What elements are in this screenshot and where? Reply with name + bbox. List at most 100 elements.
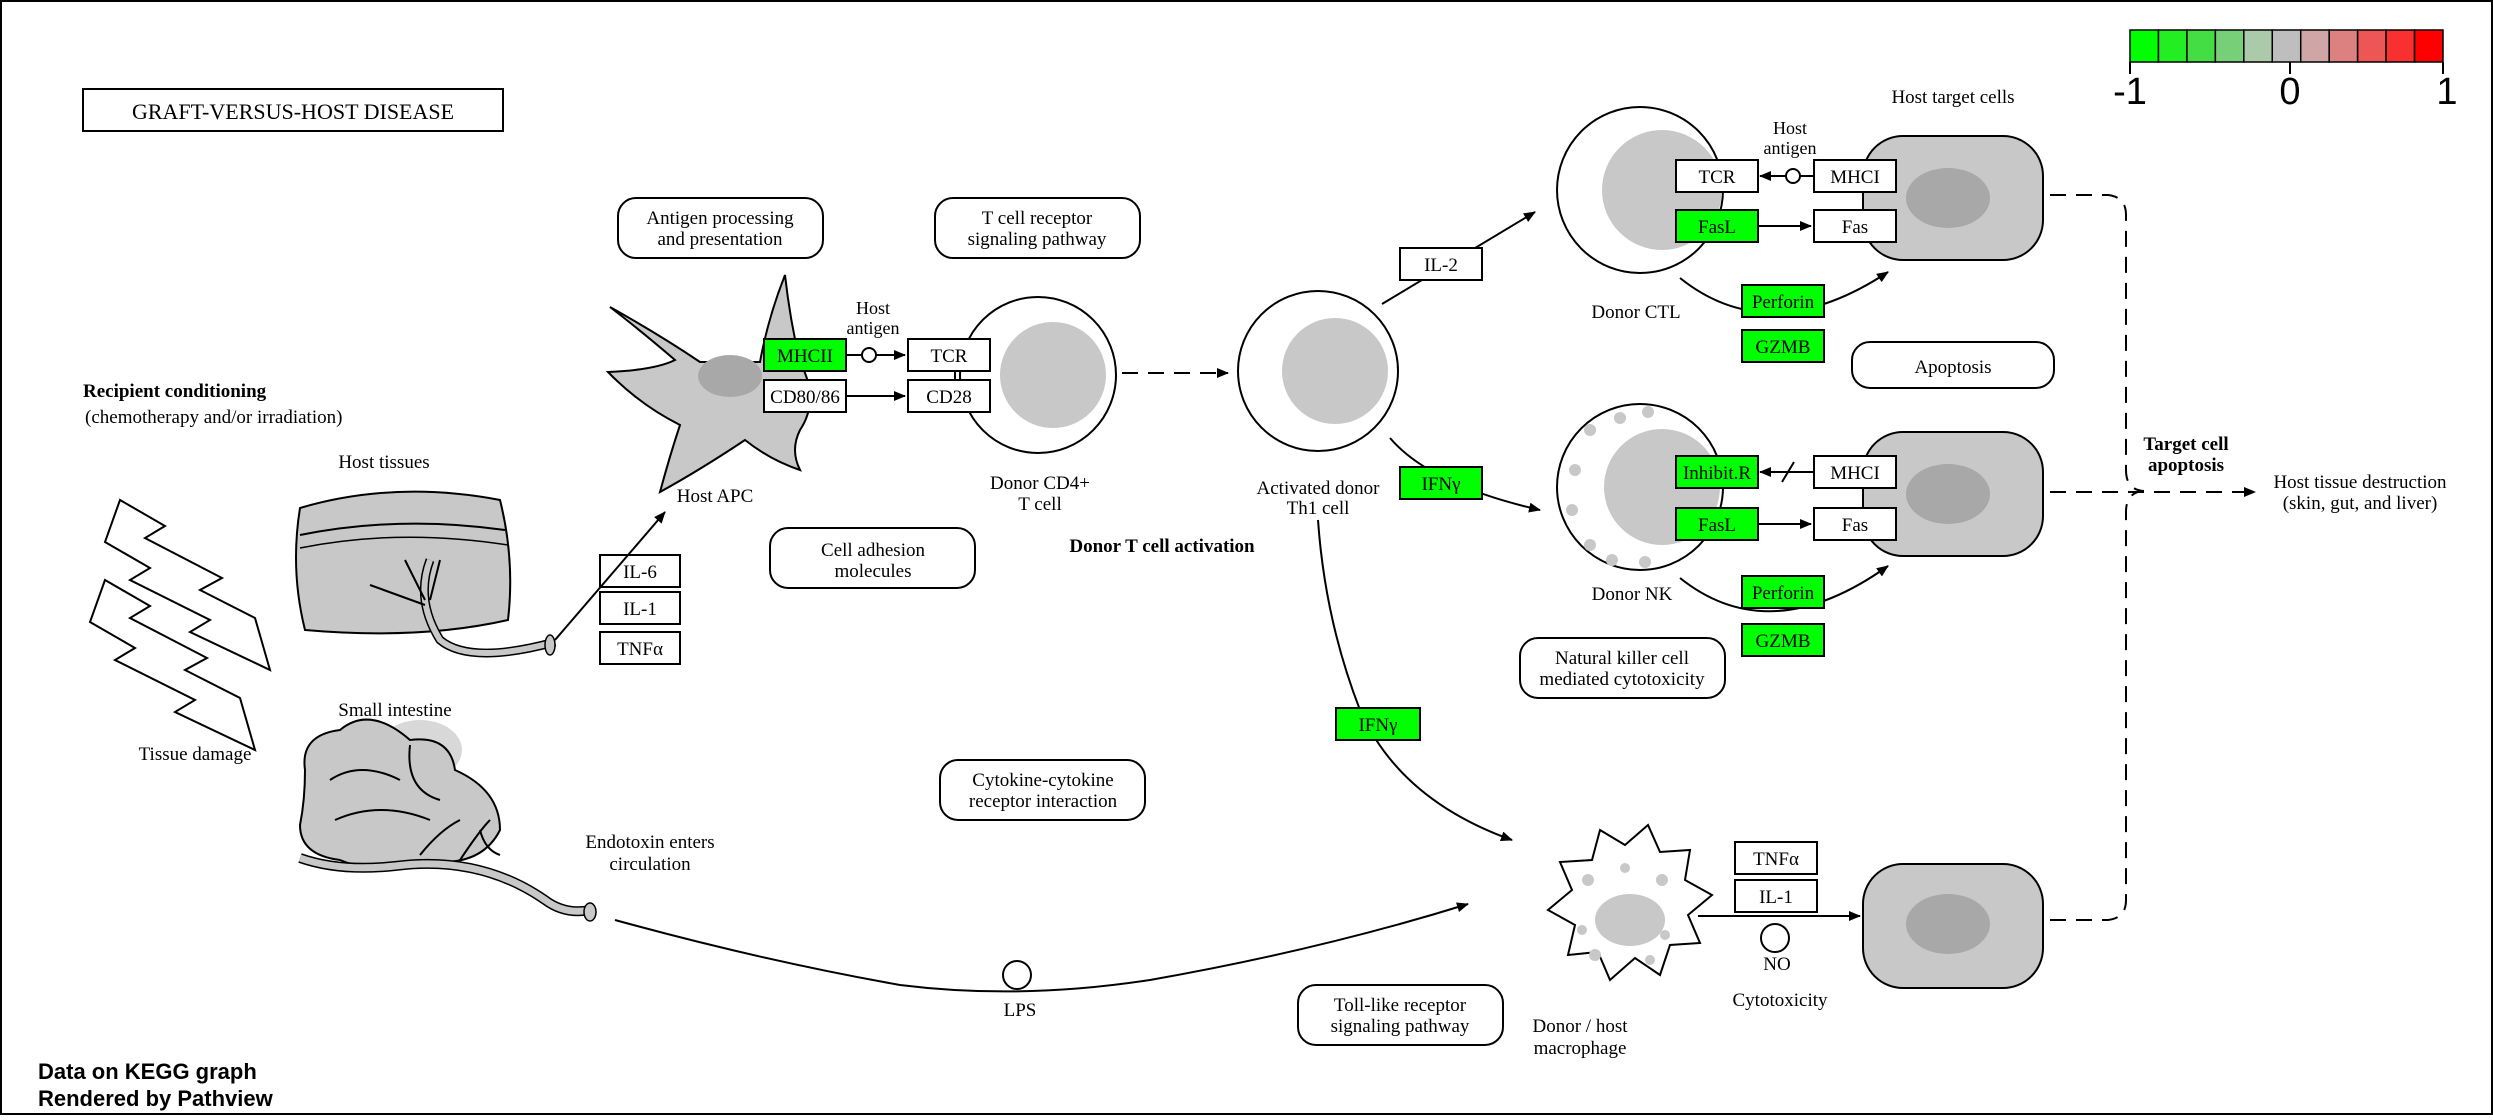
pathway-tcr-signaling[interactable]: [934, 197, 1141, 259]
host-destruction-label-line2: (skin, gut, and liver): [2283, 493, 2438, 514]
tissue-damage-label: Tissue damage: [139, 744, 252, 765]
host-apc-nucleus: [698, 355, 762, 397]
gene-label-tcr-ctl: TCR: [1699, 167, 1736, 188]
gene-label-fas-ctl: Fas: [1842, 217, 1868, 238]
gene-node-ifng-macrophage[interactable]: [1335, 707, 1421, 741]
target-apoptosis-label-line1: Target cell: [2143, 434, 2228, 455]
pathway-antigen-processing[interactable]: [617, 197, 824, 259]
host-target-nucleus-2: [1906, 464, 1990, 524]
activated-label-line2: Th1 cell: [1287, 498, 1350, 519]
donor-cd4-label-line2: T cell: [1018, 494, 1061, 515]
pathway-adhesion-line1: Cell adhesion: [821, 540, 925, 561]
pathway-tlr-line2: signaling pathway: [1331, 1016, 1470, 1037]
gene-label-inhibitory-receptor: Inhibit.R: [1683, 463, 1751, 484]
gene-node-fas-ctl[interactable]: [1813, 209, 1897, 243]
footer-line1: Data on KEGG graph: [38, 1059, 257, 1084]
legend-color-cell: [2214, 29, 2245, 63]
no-compound-node[interactable]: [1760, 923, 1790, 953]
recipient-subtitle: (chemotherapy and/or irradiation): [85, 407, 342, 428]
gene-label-ifng-nk: IFNγ: [1421, 474, 1460, 495]
pathway-tcr-line1: T cell receptor: [982, 208, 1093, 229]
gene-node-perforin-ctl[interactable]: [1741, 284, 1825, 318]
gene-label-mhcii: MHCII: [777, 346, 833, 367]
host-target-nucleus-1: [1906, 168, 1990, 228]
gene-node-inhibitory-receptor[interactable]: [1675, 455, 1759, 489]
gene-node-mhcii[interactable]: [763, 338, 847, 372]
gene-label-il1-host: IL-1: [623, 599, 657, 620]
gene-node-cd80-86[interactable]: [763, 379, 847, 413]
gene-node-mhci-nk[interactable]: [1813, 455, 1897, 489]
pathway-toll-like-receptor[interactable]: [1297, 984, 1504, 1046]
ctl-host-antigen-compound[interactable]: [1785, 168, 1801, 184]
inhibition-mark: [1781, 461, 1795, 483]
gene-label-fas-nk: Fas: [1842, 515, 1868, 536]
ctl-antigen-label-line2: antigen: [1764, 138, 1817, 158]
gene-node-perforin-nk[interactable]: [1741, 575, 1825, 609]
gene-node-mhci-ctl[interactable]: [1813, 159, 1897, 193]
gene-label-mhci-nk: MHCI: [1830, 463, 1880, 484]
pathway-cytokine-receptor[interactable]: [939, 759, 1146, 821]
gene-label-perforin-nk: Perforin: [1752, 583, 1815, 604]
ctl-antigen-label-line1: Host: [1773, 118, 1807, 138]
recipient-title: Recipient conditioning: [83, 381, 267, 402]
gene-label-cd28: CD28: [926, 387, 971, 408]
title-box: [82, 88, 504, 132]
gene-node-il2[interactable]: [1399, 247, 1483, 281]
gene-node-cd28[interactable]: [907, 379, 991, 413]
gene-node-tnfa-host[interactable]: [599, 631, 681, 665]
gene-label-gzmb-ctl: GZMB: [1756, 337, 1811, 358]
small-intestine-label: Small intestine: [338, 700, 451, 721]
donor-ctl-label: Donor CTL: [1591, 302, 1680, 323]
pathway-nk-line1: Natural killer cell: [1555, 648, 1689, 669]
gene-node-il1-macrophage[interactable]: [1734, 879, 1818, 913]
lps-compound-node[interactable]: [1002, 960, 1032, 990]
gene-label-tcr-cd4: TCR: [931, 346, 968, 367]
gene-node-gzmb-ctl[interactable]: [1741, 329, 1825, 363]
macrophage-granules: [1577, 863, 1670, 965]
gene-label-cd80-86: CD80/86: [770, 387, 840, 408]
target1-apoptosis-connector: [2050, 194, 2145, 492]
lps-label: LPS: [1004, 1000, 1037, 1021]
gene-node-tcr-cd4[interactable]: [907, 338, 991, 372]
lps-edge: [614, 902, 1469, 993]
gene-label-il2: IL-2: [1424, 255, 1458, 276]
donor-cd4-label-line1: Donor CD4+: [990, 473, 1090, 494]
gene-node-ifng-nk[interactable]: [1399, 466, 1483, 500]
host-antigen-label-line2: antigen: [847, 318, 900, 338]
endotoxin-label-line2: circulation: [609, 854, 691, 875]
diagram-title: GRAFT-VERSUS-HOST DISEASE: [132, 99, 454, 124]
legend: -1 0 1: [2113, 29, 2458, 113]
footer-line2: Rendered by Pathview: [38, 1086, 274, 1111]
gene-node-fasl-ctl[interactable]: [1675, 209, 1759, 243]
gene-label-il6: IL-6: [623, 562, 657, 583]
legend-color-cell: [2356, 29, 2387, 63]
host-apc-label: Host APC: [677, 486, 754, 507]
no-label: NO: [1763, 954, 1790, 975]
gene-node-il1-host[interactable]: [599, 591, 681, 625]
gene-label-il1-macrophage: IL-1: [1759, 887, 1793, 908]
gene-node-tnfa-macrophage[interactable]: [1734, 841, 1818, 875]
gene-node-fas-nk[interactable]: [1813, 507, 1897, 541]
gene-label-mhci-ctl: MHCI: [1830, 167, 1880, 188]
legend-colorbar: [2129, 29, 2444, 63]
macrophage-nucleus: [1595, 894, 1665, 946]
gene-label-fasl-ctl: FasL: [1698, 217, 1736, 238]
legend-color-cell: [2299, 29, 2330, 63]
pathway-nk-cytotoxicity[interactable]: [1519, 637, 1726, 699]
host-tissues-label: Host tissues: [338, 452, 429, 473]
pathway-cell-adhesion[interactable]: [769, 527, 976, 589]
gene-label-perforin-ctl: Perforin: [1752, 292, 1815, 313]
pathway-apoptosis[interactable]: [1851, 341, 2055, 389]
legend-label-mid: 0: [2279, 71, 2300, 113]
gene-node-gzmb-nk[interactable]: [1741, 623, 1825, 657]
gene-label-ifng-macrophage: IFNγ: [1358, 715, 1397, 736]
nk-perforin-edge: [1679, 565, 1889, 613]
pathway-antigen-line2: and presentation: [657, 229, 783, 250]
gene-label-tnfa-macrophage: TNFα: [1753, 849, 1799, 870]
activated-label-line1: Activated donor: [1257, 478, 1381, 499]
gene-node-tcr-ctl[interactable]: [1675, 159, 1759, 193]
legend-label-min: -1: [2113, 71, 2147, 113]
activated-th1-nucleus: [1282, 318, 1388, 424]
host-antigen-compound[interactable]: [861, 347, 877, 363]
